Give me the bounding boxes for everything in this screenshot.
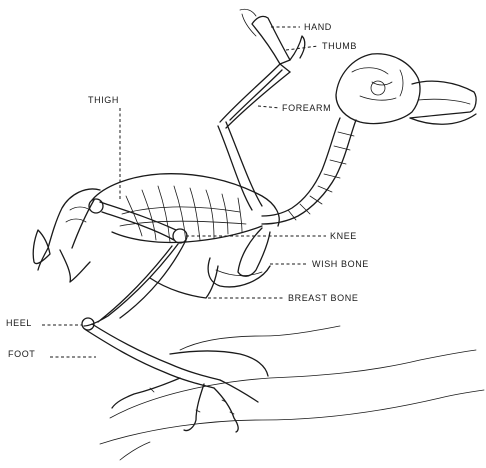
perch-branch <box>100 326 484 460</box>
lower-leg <box>82 240 186 330</box>
label-thumb: THUMB <box>322 41 357 51</box>
pelvis-tail <box>33 189 103 282</box>
label-wish-bone: WISH BONE <box>312 259 369 269</box>
label-breast-bone: BREAST BONE <box>288 293 358 303</box>
wishbone-breastbone <box>150 228 270 298</box>
skull <box>336 54 420 124</box>
label-forearm: FOREARM <box>282 103 331 113</box>
label-heel: HEEL <box>6 318 32 328</box>
label-thigh: THIGH <box>88 95 119 105</box>
label-foot: FOOT <box>8 349 35 359</box>
label-hand: HAND <box>304 22 332 32</box>
label-knee: KNEE <box>330 231 357 241</box>
